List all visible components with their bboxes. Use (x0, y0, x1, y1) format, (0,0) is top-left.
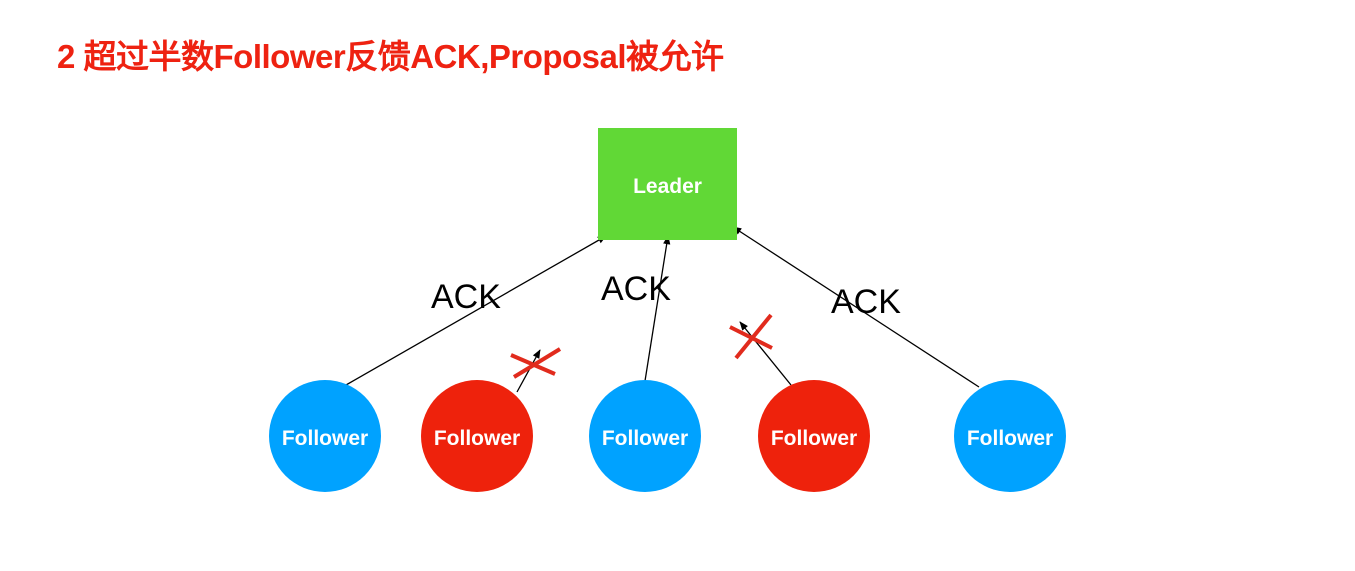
ack-label: ACK (831, 283, 901, 321)
follower-node: Follower (269, 380, 381, 492)
leader-box (598, 128, 737, 240)
follower-circle (954, 380, 1066, 492)
follower-node: Follower (421, 380, 533, 492)
reject-x-icon (729, 313, 773, 360)
follower-label: Follower (282, 427, 368, 450)
follower-label: Follower (771, 427, 857, 450)
follower-label: Follower (967, 427, 1053, 450)
follower-label: Follower (434, 427, 520, 450)
ack-arrow (644, 235, 671, 382)
reject-x-icon (510, 347, 562, 379)
failed-ack-arrow (739, 321, 792, 386)
follower-circle (269, 380, 381, 492)
follower-circle (758, 380, 870, 492)
failed-ack-arrow (516, 349, 541, 393)
follower-node: Follower (589, 380, 701, 492)
leader-node: Leader (598, 128, 737, 240)
follower-circle (589, 380, 701, 492)
ack-label: ACK (431, 278, 501, 316)
ack-label: ACK (601, 270, 671, 308)
ack-arrow (732, 226, 980, 388)
leader-label: Leader (633, 175, 702, 198)
follower-node: Follower (954, 380, 1066, 492)
follower-node: Follower (758, 380, 870, 492)
ack-arrow (345, 235, 607, 386)
page-title: 2 超过半数Follower反馈ACK,Proposal被允许 (57, 38, 724, 75)
follower-label: Follower (602, 427, 688, 450)
follower-circle (421, 380, 533, 492)
